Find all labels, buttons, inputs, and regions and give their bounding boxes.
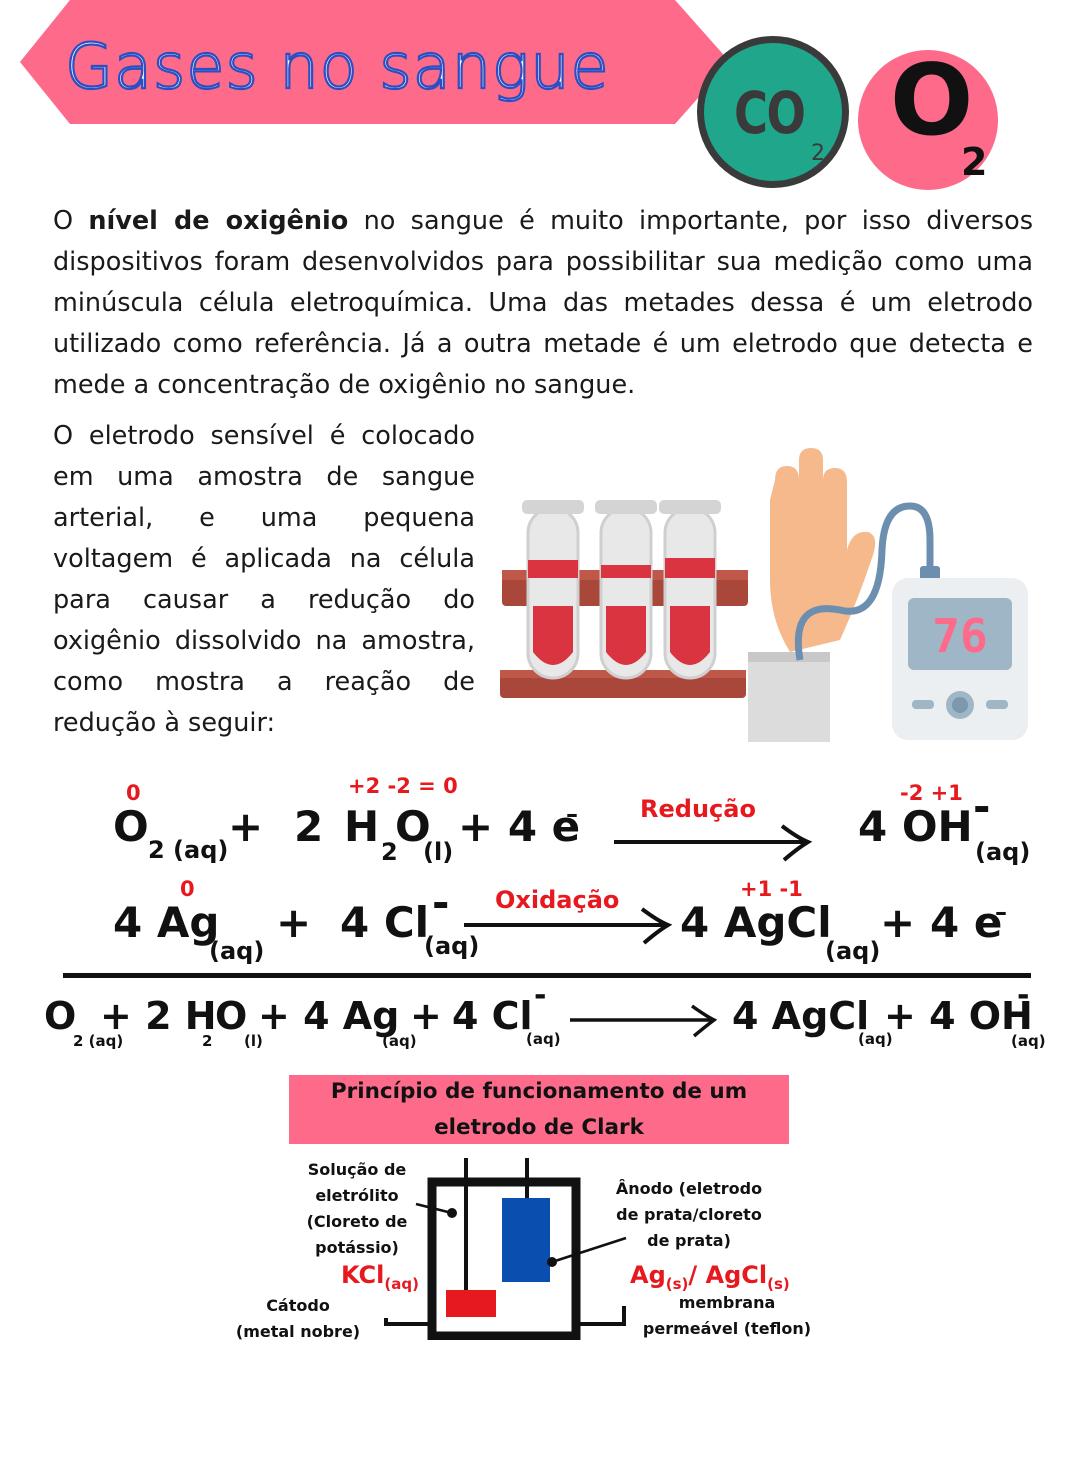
kcl-state: (aq): [384, 1274, 419, 1293]
diagram-title-line2: eletrodo de Clark: [434, 1115, 644, 1140]
global-oh-state: (aq): [1011, 1032, 1046, 1050]
global-cl: 4 Cl: [452, 994, 533, 1038]
anode-label: Ânodo (eletrodo de prata/cloreto de prat…: [601, 1176, 777, 1254]
product-oh: 4 OH: [858, 802, 973, 851]
o2-subscript: 2: [961, 140, 988, 184]
ox-number-o2: 0: [126, 781, 141, 805]
meter-display: 76: [932, 609, 987, 663]
intro-paragraph: O nível de oxigênio no sangue é muito im…: [53, 201, 1033, 406]
global-agcl: 4 AgCl: [732, 994, 870, 1038]
electrolyte-label-2: eletrólito: [315, 1186, 399, 1205]
product-oh-charge: -: [973, 782, 991, 831]
global-cl-state: (aq): [526, 1030, 561, 1048]
cathode-label-1: Cátodo: [266, 1296, 330, 1315]
kcl-formula: KCl(aq): [341, 1261, 419, 1293]
diagram-title-box: Princípio de funcionamento de um eletrod…: [289, 1075, 789, 1144]
reduction-label: Redução: [640, 795, 756, 823]
electron-charge: –: [566, 800, 578, 828]
global-ag-state: (aq): [382, 1032, 417, 1050]
test-tube-rack-icon: [500, 500, 748, 698]
electrolyte-label-1: Solução de: [307, 1160, 407, 1179]
reactant-cl-charge: -: [432, 878, 450, 927]
intro-pre: O: [53, 206, 89, 236]
reduction-arrow-icon: [614, 824, 812, 862]
ag-agcl-formula: Ag(s)/ AgCl(s): [630, 1261, 790, 1293]
global-oh: + 4 OH: [884, 994, 1033, 1038]
o2-badge: O 2: [858, 44, 998, 190]
anode-block: [502, 1198, 550, 1282]
global-water-o: O: [215, 994, 248, 1038]
water-o: O: [395, 802, 431, 851]
o2-formula: O: [890, 44, 974, 158]
electrons: + 4 e: [458, 802, 581, 851]
blood-test-illustration: 76: [500, 448, 1028, 742]
agcl-state: (s): [767, 1274, 790, 1293]
global-agcl-state: (aq): [858, 1030, 893, 1048]
reactant-o: O: [113, 802, 149, 851]
ox-number-agcl: +1 -1: [740, 877, 803, 901]
global-o-sub: 2 (aq): [73, 1032, 124, 1050]
global-oh-charge: -: [1017, 978, 1030, 1013]
membrane-label-2: permeável (teflon): [642, 1319, 812, 1338]
product-electrons: 4 e: [930, 898, 1003, 947]
membrane-label-1: membrana: [678, 1293, 776, 1312]
plus-sign: +: [228, 802, 264, 851]
hand-icon: [748, 448, 876, 742]
global-arrow-icon: [570, 1004, 718, 1038]
clark-electrode-diagram: [384, 1158, 627, 1340]
anode-label-2: de prata/cloreto: [616, 1205, 762, 1224]
co2-badge: CO 2: [697, 36, 849, 188]
sum-divider: [63, 973, 1031, 978]
anode-label-3: de prata): [647, 1231, 731, 1250]
reactant-cl-state: (aq): [424, 932, 480, 960]
ag-state: (s): [665, 1274, 689, 1293]
product-agcl: 4 AgCl: [680, 898, 832, 947]
cathode-label: Cátodo (metal nobre): [228, 1293, 368, 1345]
reactant-ag: 4 Ag: [113, 898, 220, 947]
side-paragraph: O eletrodo sensível é colocado em uma am…: [53, 421, 475, 738]
water-state: (l): [423, 838, 454, 866]
ox-number-oh: -2 +1: [900, 781, 963, 805]
agcl-text: / AgCl: [688, 1261, 768, 1289]
glucose-meter-icon: 76: [892, 578, 1028, 740]
cathode-label-2: (metal nobre): [235, 1322, 361, 1341]
plus-sign: +: [276, 898, 312, 947]
reactant-cl: 4 Cl: [340, 898, 430, 947]
product-oh-state: (aq): [975, 838, 1031, 866]
global-plus: +: [410, 994, 442, 1038]
product-agcl-state: (aq): [825, 937, 881, 965]
cathode-block: [446, 1290, 496, 1317]
global-water-state: (l): [244, 1032, 263, 1050]
co2-subscript: 2: [811, 141, 825, 166]
water-h-sub: 2: [381, 838, 398, 866]
anode-label-1: Ânodo (eletrodo: [615, 1179, 763, 1198]
global-o: O: [44, 994, 77, 1038]
electrolyte-label-4: potássio): [315, 1238, 399, 1257]
reactant-o-sub: 2 (aq): [148, 836, 229, 864]
plus-sign-2: +: [880, 898, 916, 947]
diagram-title-line1: Princípio de funcionamento de um: [330, 1079, 748, 1104]
membrane-label: membrana permeável (teflon): [634, 1290, 820, 1342]
global-cl-charge: -: [534, 978, 547, 1013]
ox-number-ag: 0: [180, 877, 195, 901]
product-electron-charge: –: [995, 898, 1007, 926]
global-water-h: + 2 H: [100, 994, 217, 1038]
ox-number-h2o: +2 -2 = 0: [348, 774, 458, 798]
intro-bold: nível de oxigênio: [88, 206, 349, 236]
oxidation-label: Oxidação: [495, 886, 620, 914]
reactant-ag-state: (aq): [209, 937, 265, 965]
global-ag: + 4 Ag: [258, 994, 400, 1038]
electrolyte-label-3: (Cloreto de: [306, 1212, 408, 1231]
ag-text: Ag: [630, 1261, 666, 1289]
coef-water: 2: [294, 802, 324, 851]
page-title: Gases no sangue: [65, 30, 610, 103]
title-banner: Gases no sangue: [20, 0, 730, 124]
co2-formula: CO: [734, 79, 806, 147]
oxidation-arrow-icon: [464, 907, 672, 945]
global-water-h-sub: 2: [202, 1032, 213, 1050]
intro-post: no sangue é muito importante, por isso d…: [53, 206, 1033, 400]
electrolyte-label: Solução de eletrólito (Cloreto de potáss…: [290, 1157, 424, 1261]
kcl-text: KCl: [341, 1261, 385, 1289]
water-h: H: [344, 802, 380, 851]
